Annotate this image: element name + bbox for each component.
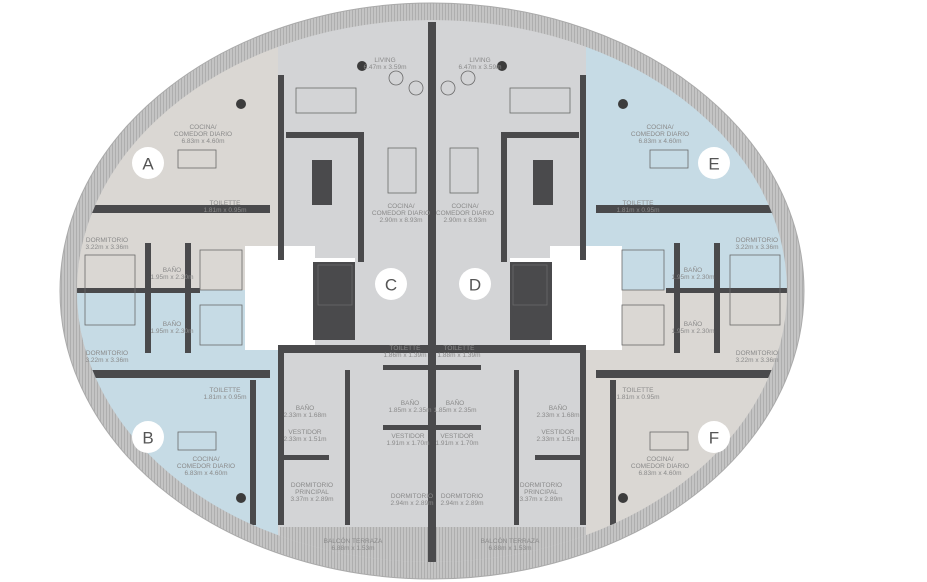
svg-text:E: E xyxy=(708,155,719,174)
svg-text:F: F xyxy=(709,429,719,448)
unit-marker-e[interactable]: E xyxy=(698,147,730,179)
unit-markers: A B C D E F xyxy=(132,147,730,453)
unit-marker-b[interactable]: B xyxy=(132,421,164,453)
furniture xyxy=(84,70,781,451)
columns xyxy=(236,61,628,503)
walls xyxy=(77,22,787,562)
unit-marker-c[interactable]: C xyxy=(375,268,407,300)
svg-text:C: C xyxy=(385,276,397,295)
unit-marker-a[interactable]: A xyxy=(132,147,164,179)
svg-text:D: D xyxy=(469,276,481,295)
svg-text:B: B xyxy=(142,429,153,448)
void-left xyxy=(245,246,315,350)
svg-text:A: A xyxy=(142,155,154,174)
unit-marker-d[interactable]: D xyxy=(459,268,491,300)
void-right xyxy=(550,246,622,350)
unit-marker-f[interactable]: F xyxy=(698,421,730,453)
